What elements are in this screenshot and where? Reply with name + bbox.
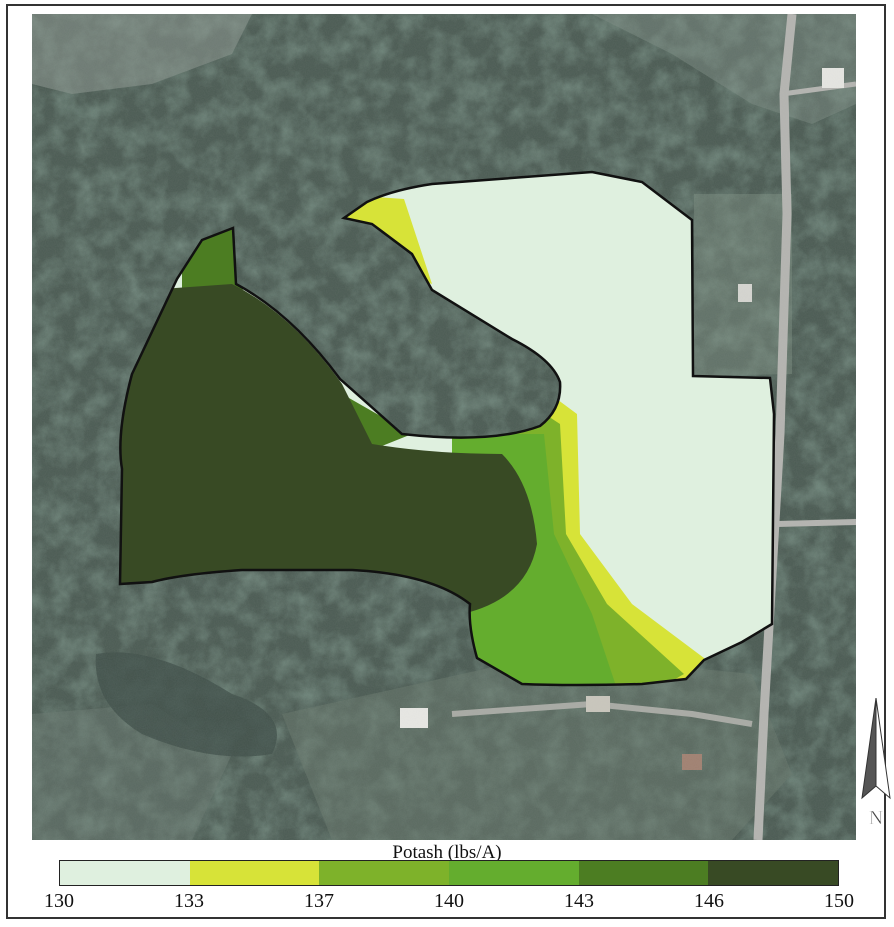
legend-tick-label: 140 [434, 890, 464, 912]
legend-title: Potash (lbs/A) [392, 842, 502, 863]
aerial-map[interactable] [32, 14, 856, 840]
north-arrow: N [858, 697, 894, 829]
zone-146-150 [120, 284, 537, 614]
legend-swatch-0 [60, 861, 190, 885]
legend-swatch-1 [189, 861, 320, 885]
legend-swatch-2 [319, 861, 450, 885]
north-arrow-icon: N [861, 697, 891, 829]
legend-swatch-5 [708, 861, 839, 885]
legend-tick-label: 133 [174, 890, 204, 912]
north-label: N [869, 807, 883, 828]
legend-tick-label: 146 [694, 890, 724, 912]
legend-tick-label: 137 [304, 890, 334, 912]
legend-tick-label: 130 [44, 890, 74, 912]
field-boundary [118, 170, 776, 687]
legend-swatch-3 [449, 861, 579, 885]
legend-swatch-4 [578, 861, 709, 885]
legend-tick-label: 143 [564, 890, 594, 912]
legend-color-bar [59, 860, 839, 886]
legend-tick-label: 150 [824, 890, 854, 912]
